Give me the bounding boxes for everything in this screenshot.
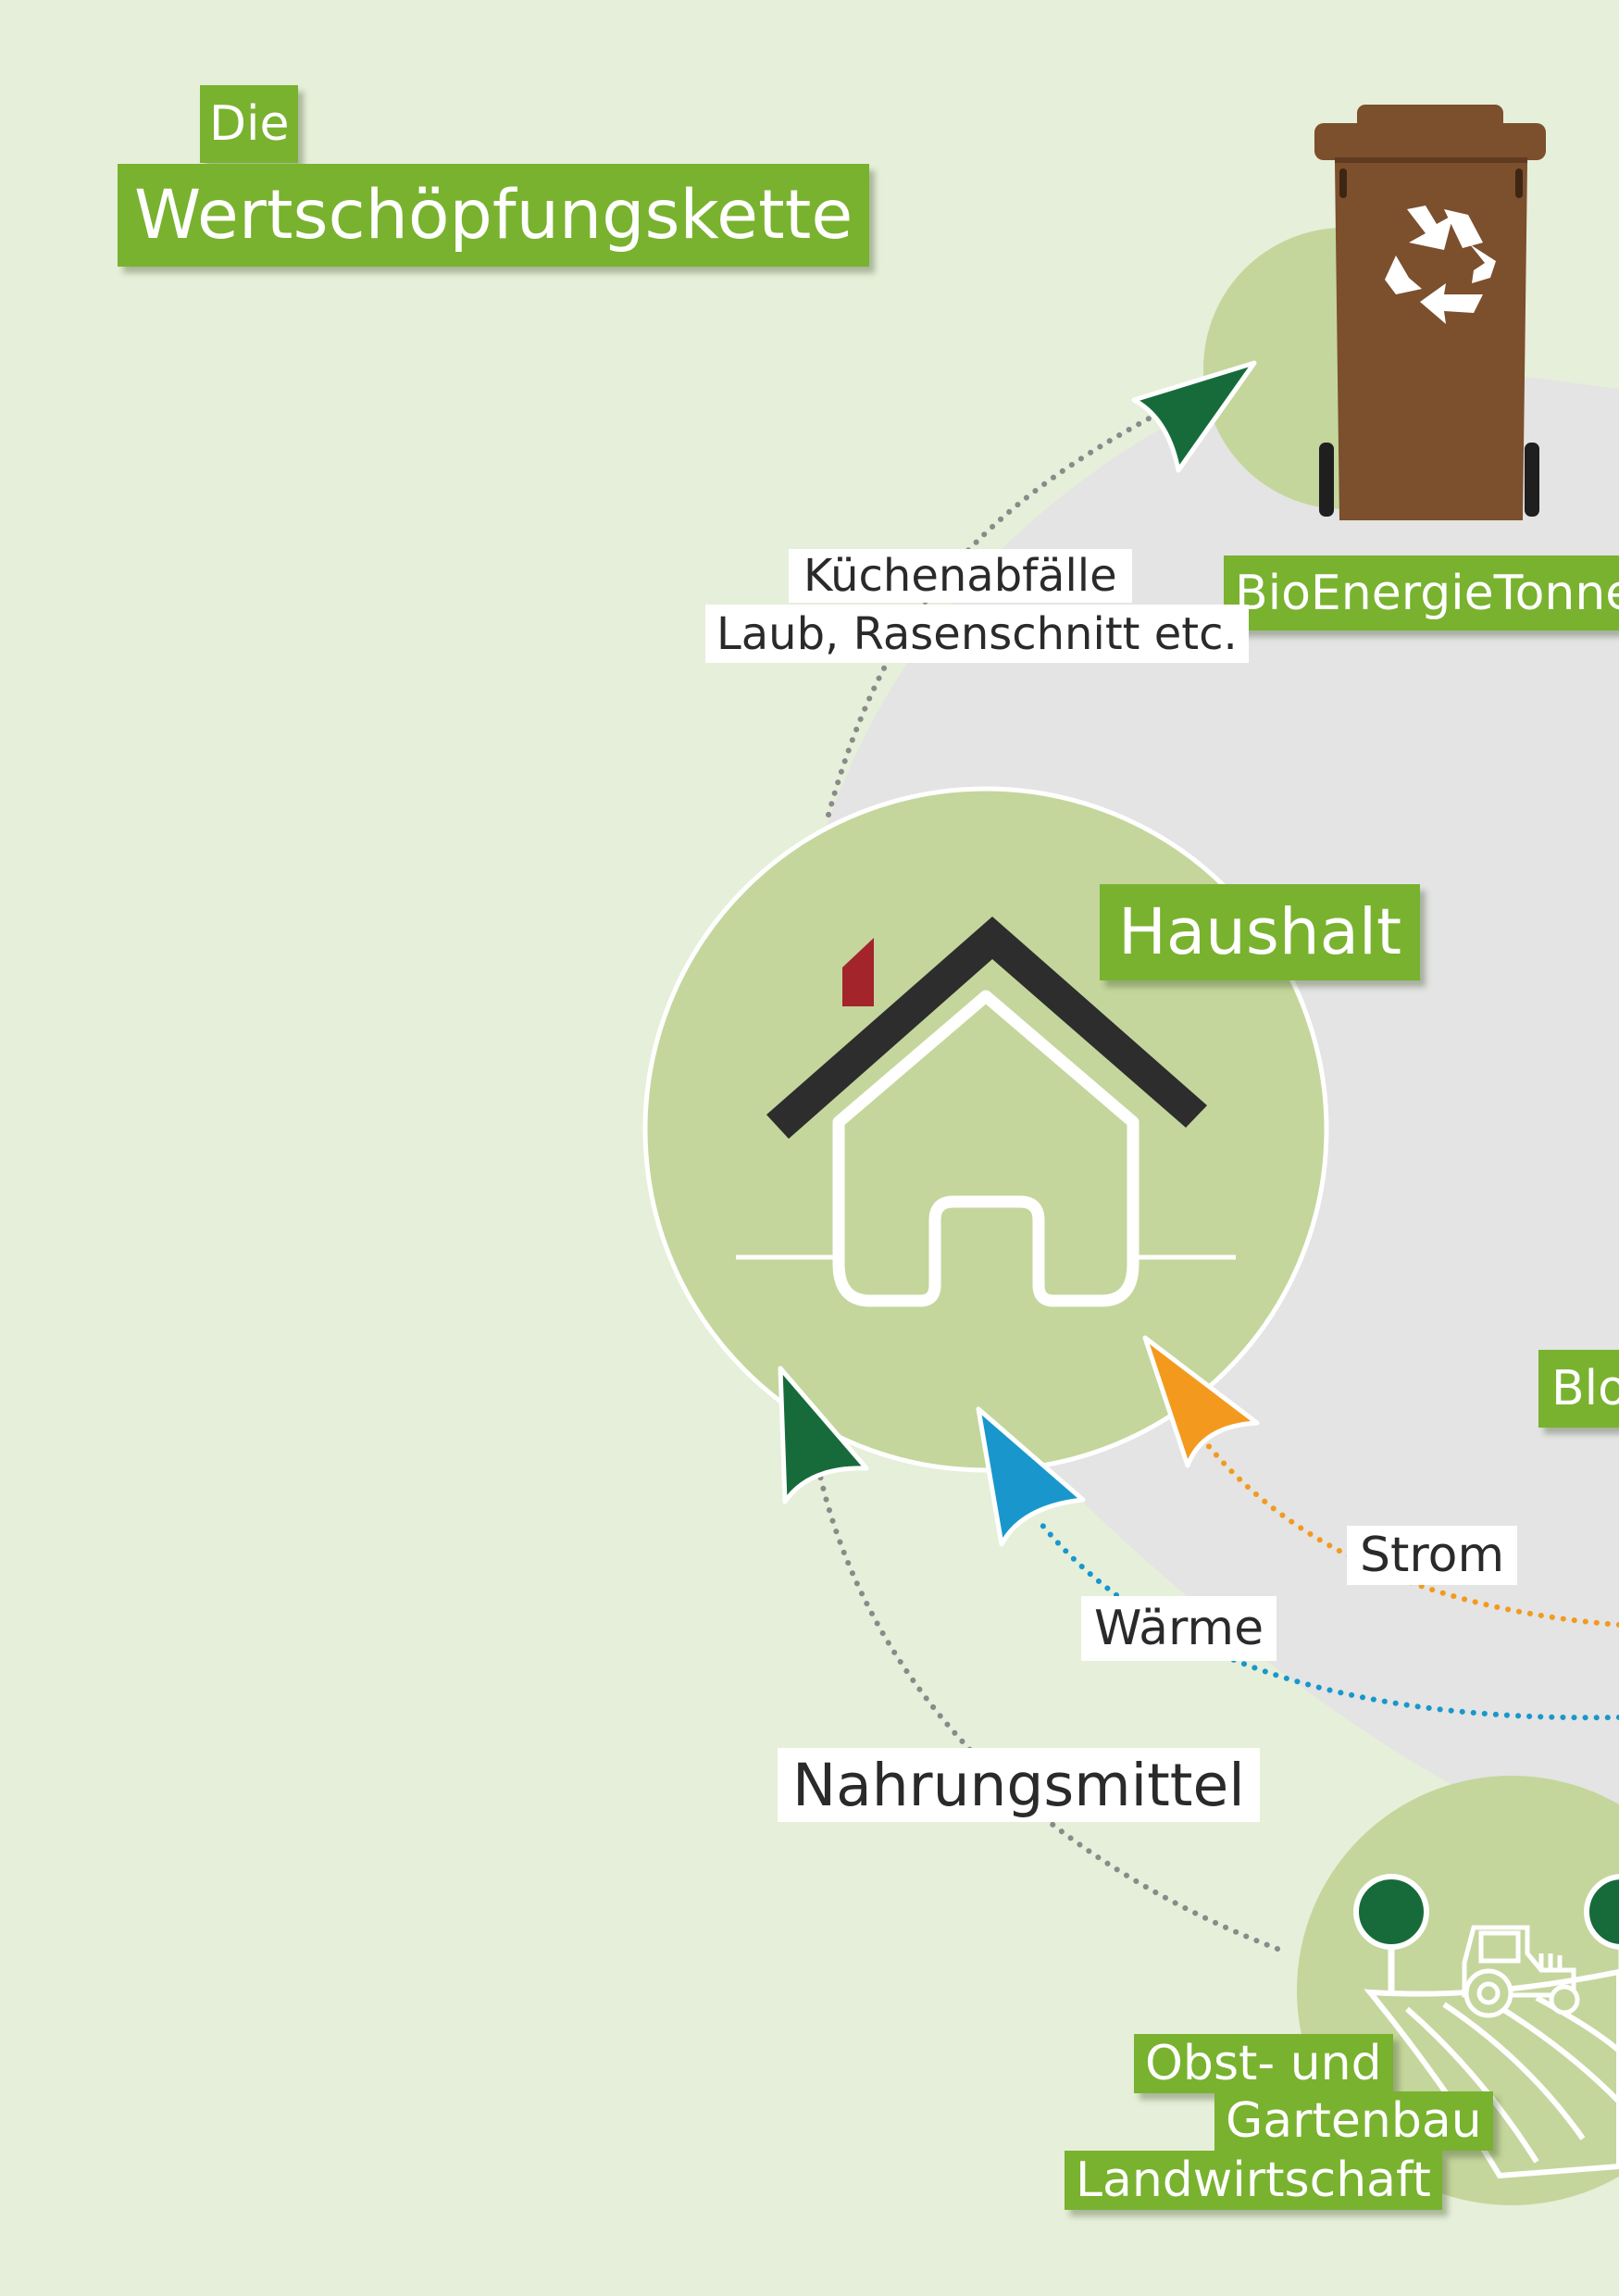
- recycle-icon: [1385, 206, 1496, 324]
- field-icon: [1364, 1968, 1619, 2179]
- waste-flow-label-line2: Laub, Rasenschnitt etc.: [705, 605, 1249, 663]
- power-flow-arrowhead: [1142, 1335, 1260, 1468]
- tractor-icon: [1462, 1925, 1580, 2018]
- heat-flow-label: Wärme: [1081, 1596, 1277, 1661]
- page-title: Wertschöpfungskette: [118, 164, 870, 267]
- bio-bin-label: BioEnergieTonne: [1224, 555, 1619, 630]
- waste-flow-label-line1: Küchenabfälle: [789, 549, 1132, 603]
- food-flow-arrowhead: [778, 1366, 869, 1504]
- farm-label-line3: Landwirtschaft: [1065, 2151, 1442, 2210]
- farm-label-line2: Gartenbau: [1214, 2091, 1493, 2151]
- power-flow-label: Strom: [1347, 1526, 1518, 1585]
- plant-label-partial: Blo: [1538, 1350, 1619, 1428]
- household-label: Haushalt: [1100, 884, 1421, 980]
- heat-flow-arrowhead: [976, 1406, 1086, 1547]
- farm-icon: [1353, 1874, 1619, 2179]
- food-flow-path: [816, 1469, 1280, 1952]
- house-icon: [736, 917, 1236, 1307]
- tree-icon: [1353, 1874, 1429, 1995]
- heat-flow-path: [1034, 1516, 1619, 1721]
- farm-label-line1: Obst- und: [1134, 2034, 1393, 2093]
- tree-icon: [1584, 1874, 1619, 1995]
- bio-bin-icon: [1314, 105, 1546, 520]
- food-flow-label: Nahrungsmittel: [778, 1748, 1260, 1822]
- title-prefix-label: Die: [200, 85, 299, 163]
- waste-flow-arrowhead: [1131, 360, 1257, 473]
- chimney-icon: [842, 938, 874, 1006]
